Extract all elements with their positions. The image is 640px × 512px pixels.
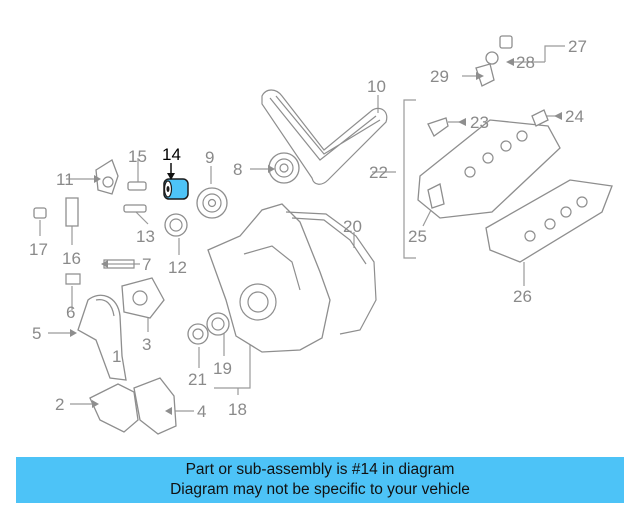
callout-11: 11 — [56, 170, 74, 189]
callout-1: 1 — [112, 347, 121, 366]
callout-16: 16 — [62, 249, 81, 268]
banner-line-2: Diagram may not be specific to your vehi… — [170, 481, 470, 498]
bolt-13-part — [123, 204, 147, 213]
callout-26: 26 — [513, 287, 532, 306]
info-banner: Part or sub-assembly is #14 in diagram D… — [16, 457, 624, 503]
callout-12: 12 — [168, 258, 187, 277]
callout-21: 21 — [188, 370, 207, 389]
cover-1-part — [77, 294, 127, 381]
callout-20: 20 — [343, 217, 362, 236]
front-cover-part — [207, 203, 331, 353]
lower-cover-2-part — [89, 383, 139, 433]
callout-2: 2 — [55, 395, 64, 414]
bracket-29-part — [475, 63, 495, 87]
clip-27-part — [499, 35, 513, 49]
callout-labels: 1 2 3 4 5 6 7 8 9 10 11 12 13 14 15 16 1… — [29, 37, 587, 421]
bolt-23-part — [427, 117, 449, 137]
callout-25: 25 — [408, 227, 427, 246]
lower-cover-4-part — [133, 377, 177, 435]
washer-28-part — [485, 51, 499, 65]
plate-6-part — [65, 273, 81, 285]
callout-19: 19 — [213, 359, 232, 378]
valve-cover-22-part — [417, 119, 561, 219]
callout-24: 24 — [565, 107, 584, 126]
gasket-26-part — [485, 179, 613, 263]
callout-13: 13 — [136, 227, 155, 246]
bolt-15-part — [127, 181, 147, 191]
callout-14: 14 — [162, 145, 181, 164]
callout-27: 27 — [568, 37, 587, 56]
callout-17: 17 — [29, 240, 48, 259]
highlighted-part-14 — [163, 178, 189, 200]
gear-12-part — [164, 213, 188, 237]
banner-line-1: Part or sub-assembly is #14 in diagram — [185, 461, 455, 478]
callout-23: 23 — [470, 113, 489, 132]
parts-diagram: 1 2 3 4 5 6 7 8 9 10 11 12 13 14 15 16 1… — [29, 35, 613, 435]
callout-28: 28 — [516, 53, 535, 72]
callout-9: 9 — [205, 148, 214, 167]
callout-6: 6 — [66, 303, 75, 322]
seal-21-part — [187, 323, 209, 345]
callout-18: 18 — [228, 400, 247, 419]
gasket-20-part — [285, 211, 377, 335]
sprocket-8-part — [268, 152, 300, 184]
bracket-16-part — [65, 197, 79, 227]
callout-8: 8 — [233, 160, 242, 179]
parts-artwork — [33, 35, 613, 435]
callout-29: 29 — [430, 67, 449, 86]
bolt-17-part — [33, 207, 47, 219]
tensioner-11-part — [95, 159, 119, 195]
callout-5: 5 — [32, 324, 41, 343]
callout-15: 15 — [128, 147, 147, 166]
callout-7: 7 — [142, 255, 151, 274]
timing-belt-part — [261, 89, 388, 185]
callout-arrows — [70, 58, 562, 415]
sprocket-9-part — [196, 187, 228, 219]
pump-3-part — [121, 277, 165, 319]
seal-19-part — [206, 312, 230, 336]
callout-4: 4 — [197, 402, 206, 421]
bracket-25-part — [427, 183, 445, 209]
callout-22: 22 — [369, 163, 388, 182]
bolt-24-part — [531, 109, 549, 127]
callout-3: 3 — [142, 335, 151, 354]
callout-10: 10 — [367, 77, 386, 96]
